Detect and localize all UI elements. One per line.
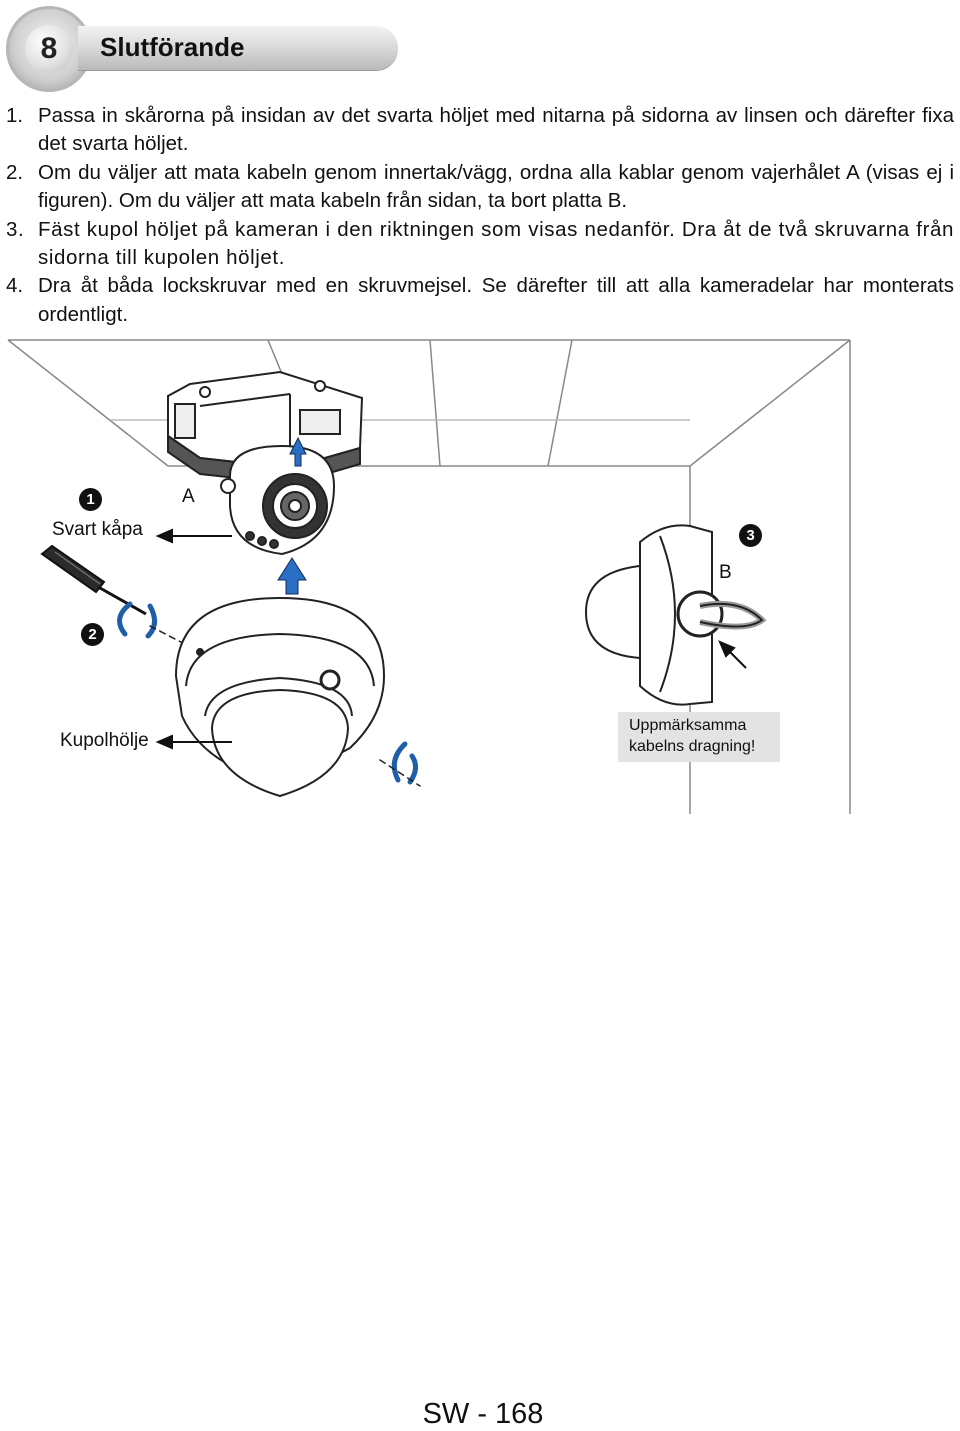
instruction-step-4: 4. Dra åt båda lockskruvar med en skruvm… [6, 272, 954, 329]
step-text: Fäst kupol höljet på kameran i den riktn… [38, 217, 954, 270]
label-b: B [719, 562, 732, 583]
note-line-1: Uppmärksamma [629, 717, 747, 734]
cable-pointer [718, 640, 747, 669]
instruction-list: 1. Passa in skårorna på insidan av det s… [6, 102, 954, 329]
callout-1: 1 [79, 488, 102, 511]
rotate-arrow-icon-right [379, 741, 421, 787]
upward-arrows [277, 436, 307, 595]
step-num: 1. [6, 104, 24, 127]
black-cover-pointer [155, 528, 232, 544]
instruction-step-2: 2. Om du väljer att mata kabeln genom in… [6, 159, 954, 216]
title-bar: Slutförande [78, 26, 398, 70]
lens-assembly [220, 444, 336, 556]
note-line-2: kabelns dragning! [629, 738, 756, 755]
step-number: 8 [25, 25, 73, 73]
screwdriver-icon [40, 544, 147, 616]
instruction-step-3: 3. Fäst kupol höljet på kameran i den ri… [6, 216, 954, 273]
step-num: 3. [6, 217, 25, 241]
dome-cover [174, 596, 386, 798]
callout-2: 2 [81, 623, 104, 646]
label-black-cover: Svart kåpa [52, 519, 143, 540]
label-dome-cover: Kupolhölje [60, 730, 149, 751]
dome-cover-pointer [155, 734, 232, 750]
step-badge: 8 [6, 6, 92, 92]
callout-3: 3 [739, 524, 762, 547]
camera-base [167, 370, 364, 486]
step-text: Dra åt båda lockskruvar med en skruvmejs… [38, 274, 954, 326]
page-number: SW - 168 [422, 1398, 544, 1430]
installation-illustration: 1 A Svart kåpa 2 Kupolhölje 3 B Uppmärks… [0, 336, 960, 816]
page-title: Slutförande [100, 32, 245, 62]
step-num: 2. [6, 160, 24, 184]
side-camera [584, 524, 767, 706]
step-text: Passa in skårorna på insidan av det svar… [38, 104, 954, 156]
instruction-step-1: 1. Passa in skårorna på insidan av det s… [6, 102, 954, 159]
step-text: Om du väljer att mata kabeln genom inner… [38, 160, 954, 213]
cable-routing-note: Uppmärksamma kabelns dragning! [618, 712, 780, 762]
step-num: 4. [6, 274, 24, 298]
label-a: A [182, 486, 195, 507]
